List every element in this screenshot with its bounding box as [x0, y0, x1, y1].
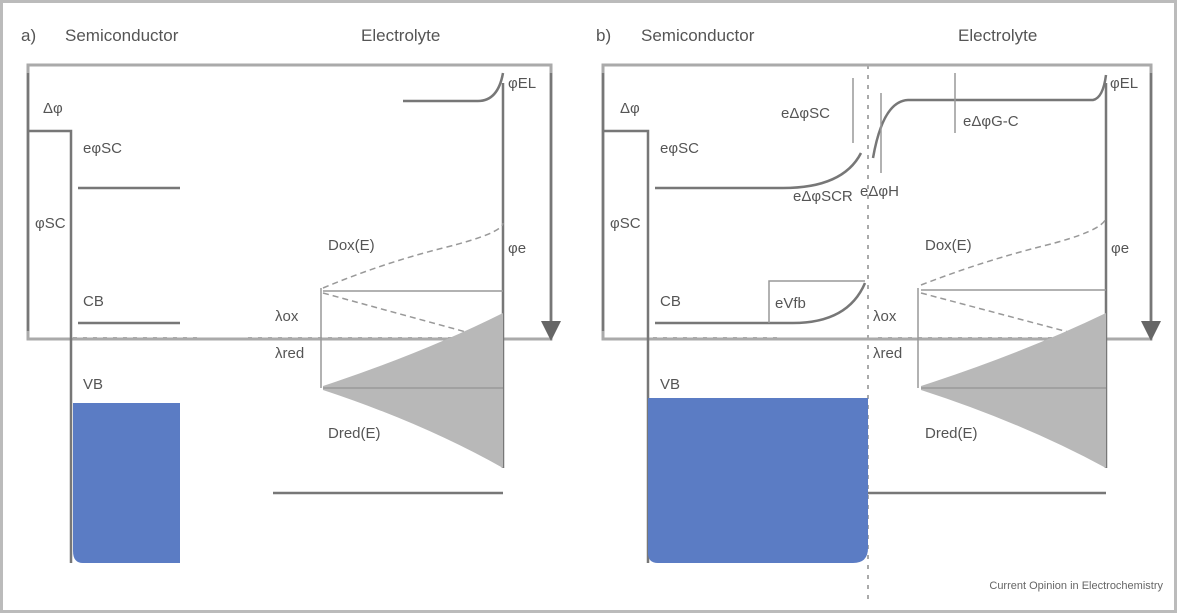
phi-e-label: φe — [508, 240, 526, 257]
phi-el-label: φEL — [1110, 75, 1138, 92]
semiconductor-heading: Semiconductor — [65, 26, 179, 45]
e-delta-phi-sc-label: eΔφSC — [781, 105, 830, 122]
vacuum-frame — [601, 63, 1153, 341]
phi-e-label: φe — [1111, 240, 1129, 257]
dred-label: Dred(E) — [925, 425, 978, 442]
dred-distribution — [323, 313, 503, 468]
semiconductor-surface — [28, 129, 73, 563]
electrolyte-heading: Electrolyte — [958, 26, 1037, 45]
journal-credit: Current Opinion in Electrochemistry — [989, 580, 1163, 592]
energy-diagram: a) Semiconductor Electrolyte Δφ eφSC φSC… — [21, 26, 1163, 603]
semiconductor-heading: Semiconductor — [641, 26, 755, 45]
vb-band — [73, 403, 180, 563]
panel-a: a) Semiconductor Electrolyte Δφ eφSC φSC… — [21, 26, 561, 563]
phi-sc-label: φSC — [35, 215, 66, 232]
phi-sc-label: φSC — [610, 215, 641, 232]
vb-label: VB — [83, 376, 103, 393]
e-v-fb-label: eVfb — [775, 295, 806, 312]
semiconductor-surface — [603, 129, 650, 563]
lambda-ox-label: λox — [275, 308, 299, 325]
electrolyte-vacuum-line — [403, 72, 505, 103]
vb-band — [648, 398, 868, 563]
vfb-bracket — [768, 280, 865, 323]
dox-curve — [920, 217, 1107, 286]
e-delta-phi-h-label: eΔφH — [860, 183, 899, 200]
panel-a-label: a) — [21, 26, 36, 45]
phi-el-label: φEL — [508, 75, 536, 92]
cb-label: CB — [83, 293, 104, 310]
cb-line — [655, 282, 867, 325]
cb-label: CB — [660, 293, 681, 310]
dox-label: Dox(E) — [328, 237, 375, 254]
dox-tail — [322, 292, 489, 339]
delta-phi-label: Δφ — [620, 100, 640, 117]
dred-distribution — [921, 313, 1106, 468]
e-delta-phi-gc-label: eΔφG-C — [963, 113, 1019, 130]
dred-label: Dred(E) — [328, 425, 381, 442]
dox-tail — [920, 292, 1092, 339]
panel-b: b) Semiconductor Electrolyte Δφ eφSC eΔφ… — [596, 26, 1161, 603]
panel-b-label: b) — [596, 26, 611, 45]
vacuum-level-line — [655, 152, 863, 190]
dox-label: Dox(E) — [925, 237, 972, 254]
lambda-red-label: λred — [275, 345, 304, 362]
e-phi-sc-label: eφSC — [83, 140, 122, 157]
vacuum-frame — [26, 63, 553, 341]
vb-label: VB — [660, 376, 680, 393]
e-delta-phi-scr-label: eΔφSCR — [793, 188, 853, 205]
electrolyte-heading: Electrolyte — [361, 26, 440, 45]
delta-phi-label: Δφ — [43, 100, 63, 117]
lambda-red-label: λred — [873, 345, 902, 362]
e-phi-sc-label: eφSC — [660, 140, 699, 157]
lambda-ox-label: λox — [873, 308, 897, 325]
dox-curve — [322, 222, 504, 289]
